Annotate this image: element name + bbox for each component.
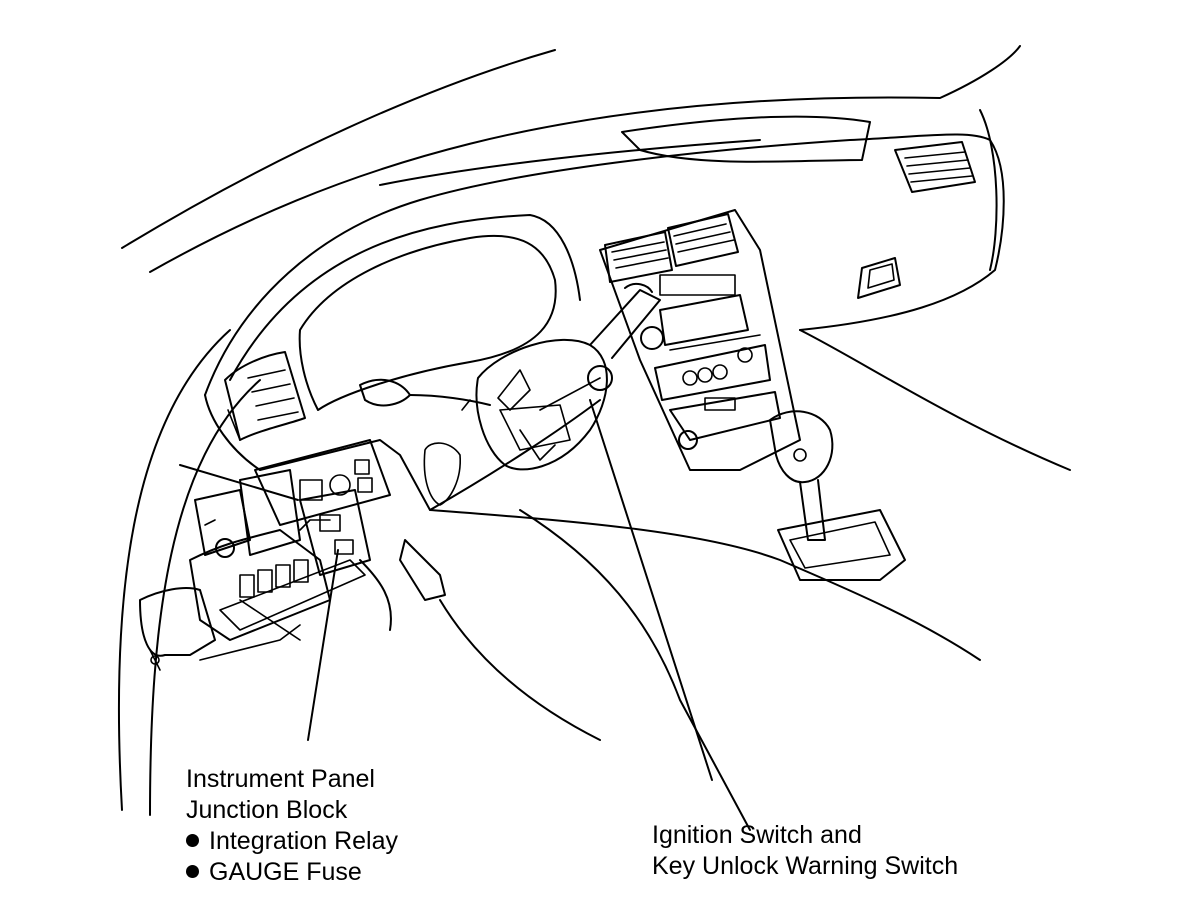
windshield-outline	[117, 45, 1021, 816]
right-air-vent	[894, 141, 976, 193]
callout-title-line1: Instrument Panel	[186, 765, 375, 793]
callout-line1: Ignition Switch and	[652, 821, 862, 849]
callout-line2: Key Unlock Warning Switch	[652, 852, 959, 880]
callout-item-gauge-fuse: GAUGE Fuse	[186, 857, 398, 888]
lower-dashboard	[204, 329, 1071, 831]
bullet-icon	[186, 834, 199, 847]
dashboard-top	[204, 115, 1005, 396]
glovebox-handle	[857, 257, 901, 299]
steering-column	[359, 282, 661, 471]
callout-title-line2: Junction Block	[186, 796, 348, 824]
center-console	[599, 209, 801, 471]
lower-switch-panel	[254, 439, 391, 526]
bullet-icon	[186, 865, 199, 878]
callout-item-integration-relay: Integration Relay	[186, 826, 398, 857]
junction-block	[139, 469, 371, 671]
ignition-switch-callout: Ignition Switch and Key Unlock Warning S…	[652, 820, 958, 882]
leader-lines	[179, 399, 713, 781]
callout-item-label: GAUGE Fuse	[209, 858, 362, 886]
junction-block-callout: Instrument Panel Junction Block Integrat…	[186, 764, 398, 888]
instrument-cluster-hood	[229, 214, 581, 411]
callout-item-label: Integration Relay	[209, 827, 399, 855]
shift-lever	[769, 410, 906, 581]
left-air-vent	[224, 351, 306, 441]
